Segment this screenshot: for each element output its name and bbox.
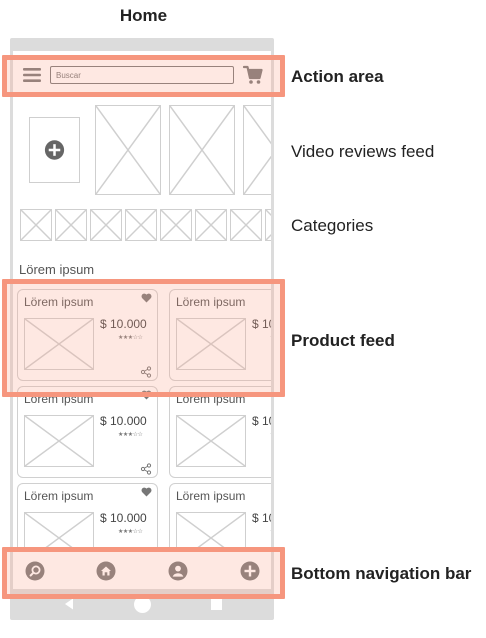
rating-stars: ★★★☆☆ — [270, 431, 271, 438]
heart-icon[interactable] — [141, 487, 152, 497]
product-title: Lörem ipsum — [176, 489, 246, 503]
home-system-icon[interactable] — [134, 596, 151, 613]
product-title: Lörem ipsum — [176, 295, 246, 309]
search-input[interactable] — [50, 66, 234, 84]
rating-stars: ★★★☆☆ — [270, 334, 271, 341]
product-price: $ 10.000 — [252, 511, 271, 525]
plus-circle-icon[interactable] — [240, 561, 260, 581]
product-price: $ 10.000 — [252, 414, 271, 428]
recents-icon[interactable] — [211, 599, 222, 610]
share-icon[interactable] — [140, 366, 152, 378]
product-card[interactable]: Lörem ipsum $ 10.000 ★★★☆☆ — [169, 289, 271, 381]
rating-stars: ★★★☆☆ — [118, 335, 143, 341]
highlight-action-area — [2, 55, 285, 97]
product-title: Lörem ipsum — [24, 295, 94, 309]
product-price: $ 10.000 — [100, 511, 147, 525]
rating-stars: ★★★☆☆ — [118, 432, 143, 438]
product-card[interactable]: Lörem ipsum $ 10.000 ★★★☆☆ — [17, 386, 158, 478]
category-tile[interactable] — [195, 209, 227, 241]
cart-icon[interactable] — [243, 65, 263, 85]
category-tile[interactable] — [55, 209, 87, 241]
video-review-thumbnail[interactable] — [95, 105, 161, 195]
product-price: $ 10.000 — [100, 414, 147, 428]
product-image — [24, 415, 94, 467]
page-title: Home — [119, 6, 168, 25]
hamburger-icon[interactable] — [23, 67, 41, 83]
category-tile[interactable] — [160, 209, 192, 241]
user-icon[interactable] — [168, 561, 188, 581]
phone-mockup: Lörem ipsum Lörem ipsum $ 10.000 ★★★☆☆ L… — [10, 38, 274, 620]
heart-icon[interactable] — [141, 293, 152, 303]
category-tile[interactable] — [230, 209, 262, 241]
rating-stars: ★★★☆☆ — [270, 528, 271, 535]
annotation-categories: Categories — [291, 216, 374, 235]
annotation-product-feed: Product feed — [291, 331, 395, 350]
product-price: $ 10.000 — [100, 317, 147, 331]
annotation-bottom-nav: Bottom navigation bar — [291, 564, 472, 583]
section-title: Lörem ipsum — [19, 262, 95, 277]
product-card[interactable]: Lörem ipsum $ 10.000 ★★★☆☆ — [17, 289, 158, 381]
back-icon[interactable] — [64, 598, 74, 610]
video-review-thumbnail[interactable] — [169, 105, 235, 195]
rating-stars: ★★★☆☆ — [118, 529, 143, 535]
category-tile[interactable] — [90, 209, 122, 241]
video-review-thumbnail[interactable] — [243, 105, 271, 195]
phone-screen: Lörem ipsum Lörem ipsum $ 10.000 ★★★☆☆ L… — [13, 51, 271, 589]
product-price: $ 10.000 — [252, 317, 271, 331]
annotation-video-reviews: Video reviews feed — [291, 142, 435, 161]
video-review-add[interactable] — [29, 117, 80, 183]
annotation-action-area: Action area — [291, 67, 384, 86]
bottom-nav-bar — [13, 551, 271, 589]
product-card[interactable]: Lörem ipsum $ 10.000 ★★★☆☆ — [169, 386, 271, 478]
share-icon[interactable] — [140, 463, 152, 475]
search-icon[interactable] — [25, 561, 45, 581]
highlight-product-feed — [2, 279, 285, 397]
product-image — [176, 318, 246, 370]
category-tile[interactable] — [265, 209, 271, 241]
home-icon[interactable] — [96, 561, 116, 581]
category-tile[interactable] — [20, 209, 52, 241]
product-title: Lörem ipsum — [24, 489, 94, 503]
highlight-bottom-nav — [2, 547, 285, 599]
category-tile[interactable] — [125, 209, 157, 241]
product-image — [24, 318, 94, 370]
product-image — [176, 415, 246, 467]
